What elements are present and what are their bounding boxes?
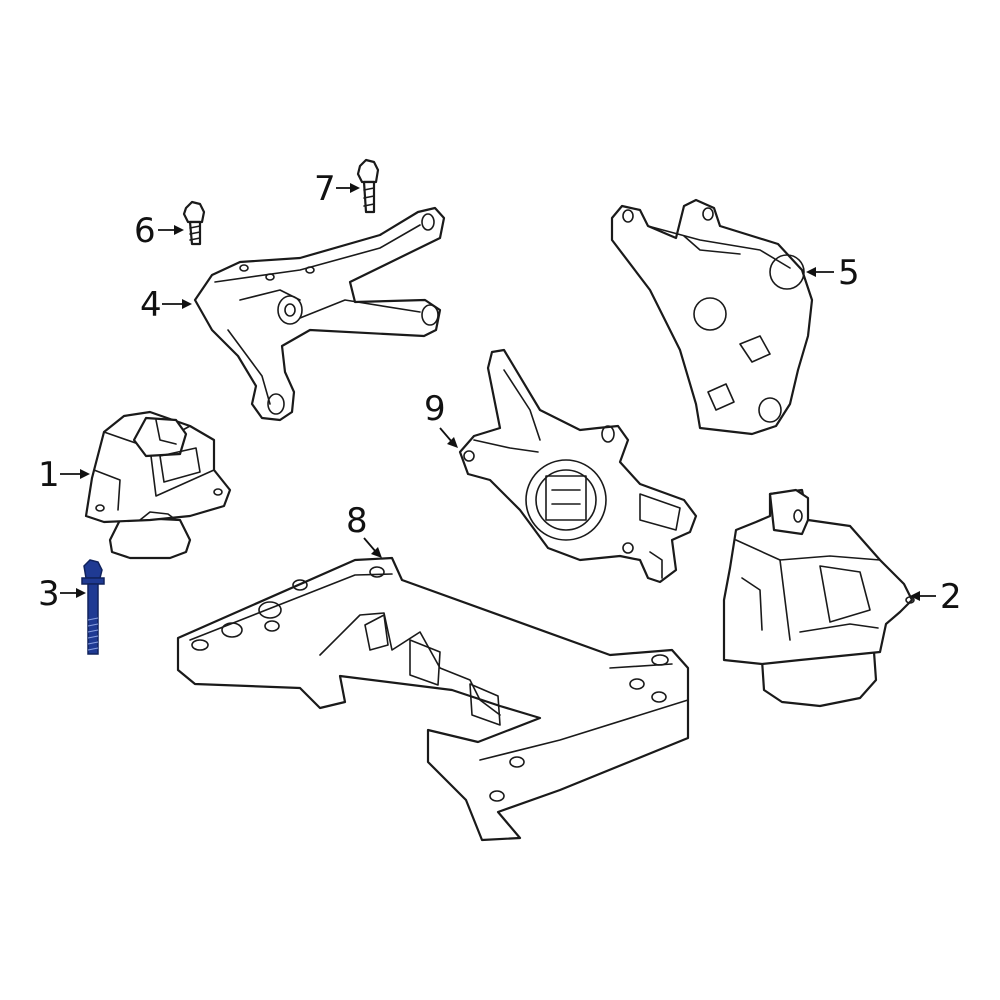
callout-7[interactable]: 7 <box>314 169 360 209</box>
part-5-bracket-plate[interactable] <box>610 198 814 436</box>
part-6-bolt[interactable] <box>182 200 206 246</box>
part-9-mount-bracket[interactable] <box>458 348 698 584</box>
part-7-bolt[interactable] <box>356 158 380 214</box>
part-8-crossmember[interactable] <box>176 556 690 842</box>
callout-6-arrowhead <box>174 225 184 235</box>
callout-label-4: 4 <box>140 285 162 325</box>
callout-label-8: 8 <box>346 501 368 541</box>
callout-label-3: 3 <box>38 574 60 614</box>
callout-5[interactable]: 5 <box>806 253 860 293</box>
callout-label-6: 6 <box>134 211 156 251</box>
callout-4[interactable]: 4 <box>140 285 192 325</box>
part-4-engine-bracket[interactable] <box>193 206 446 422</box>
callout-7-arrowhead <box>350 183 360 193</box>
callout-8-leader <box>363 537 377 553</box>
callout-3-arrowhead <box>76 588 86 598</box>
callout-4-arrowhead <box>182 299 192 309</box>
callout-6[interactable]: 6 <box>134 211 184 251</box>
callout-2[interactable]: 2 <box>910 577 962 617</box>
part-2-engine-mount-right[interactable] <box>722 488 915 708</box>
callout-label-2: 2 <box>940 577 962 617</box>
callout-3[interactable]: 3 <box>38 574 86 614</box>
part-3-long-bolt[interactable] <box>81 559 105 655</box>
callout-9-arrowhead <box>447 437 458 448</box>
callout-8-arrowhead <box>371 547 382 558</box>
callout-label-7: 7 <box>314 169 336 209</box>
callout-label-9: 9 <box>424 389 446 429</box>
part-1-engine-mount-left[interactable] <box>84 410 232 560</box>
callout-label-5: 5 <box>838 253 860 293</box>
callout-label-1: 1 <box>38 455 60 495</box>
callout-9[interactable]: 9 <box>424 389 458 448</box>
callout-2-arrowhead <box>910 591 920 601</box>
callout-9-leader <box>439 427 453 443</box>
callout-1-arrowhead <box>80 469 90 479</box>
callout-8[interactable]: 8 <box>346 501 382 558</box>
callout-1[interactable]: 1 <box>38 455 90 495</box>
callout-5-arrowhead <box>806 267 816 277</box>
